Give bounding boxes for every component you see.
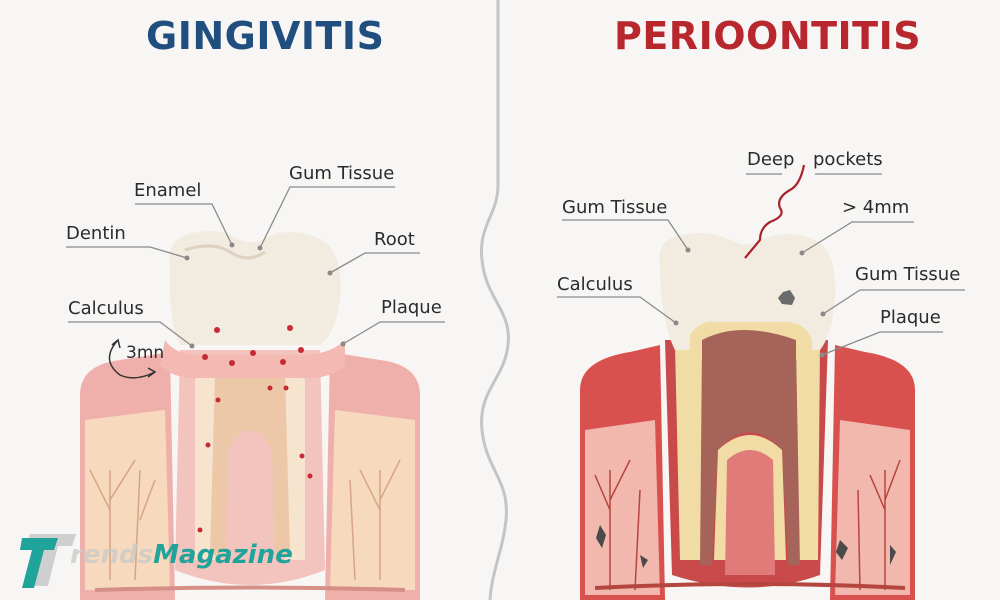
label-calculus: Calculus: [68, 298, 144, 319]
periodontitis-title: PERIOONTITIS: [614, 14, 922, 58]
gingivitis-title: GINGIVITIS: [146, 14, 385, 58]
label-gum-tissue: Gum Tissue: [289, 163, 395, 184]
label-dentin: Dentin: [66, 223, 126, 244]
watermark-magazine: Magazine: [153, 540, 293, 570]
label-root: Root: [374, 229, 415, 250]
label-pockets: pockets: [813, 149, 883, 170]
label-gum-tissue-side: Gum Tissue: [855, 264, 961, 285]
label-enamel: Enamel: [134, 180, 202, 201]
curved-arrow-icon: [108, 339, 156, 379]
cavity-spot: [778, 290, 795, 305]
trends-logo-icon: [20, 534, 76, 588]
label-deep: Deep: [747, 149, 795, 170]
gingivitis-leader-lines: [66, 186, 445, 347]
periodontitis-diagram: [557, 164, 965, 600]
label-depth-4mm: > 4mm: [842, 197, 910, 218]
watermark-text: rendsMagazine: [70, 540, 293, 570]
watermark-rends: rends: [70, 540, 154, 570]
gingivitis-diagram: [66, 186, 445, 600]
label-calculus-right: Calculus: [557, 274, 633, 295]
divider-line: [479, 0, 510, 600]
deep-pocket-line: [744, 164, 806, 259]
label-plaque: Plaque: [381, 297, 442, 318]
periodontitis-leader-lines: [557, 173, 965, 356]
label-gum-tissue-top: Gum Tissue: [562, 197, 668, 218]
label-depth-3mm: 3mn: [126, 343, 165, 363]
label-plaque-right: Plaque: [880, 307, 941, 328]
